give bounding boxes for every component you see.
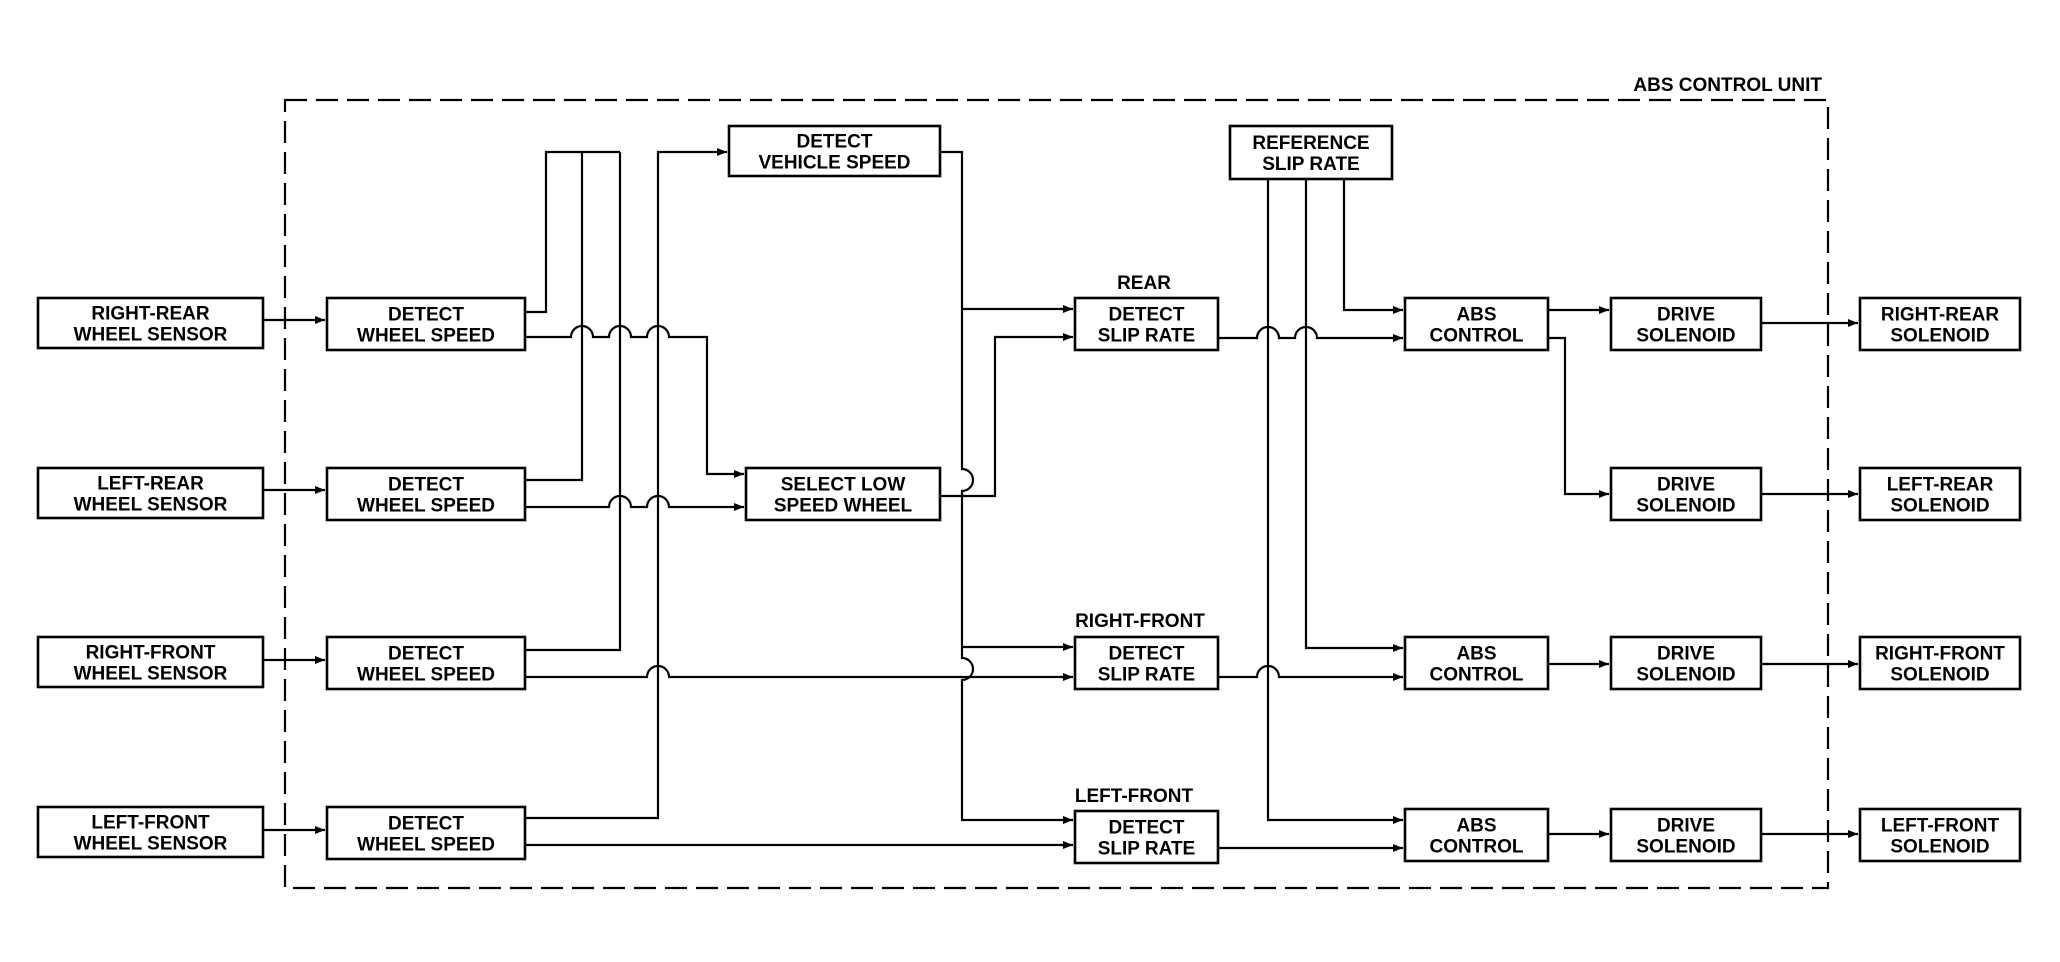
detect-slip-rate-lf-line-2: SLIP RATE [1098, 839, 1195, 860]
left-front-solenoid-line-2: SOLENOID [1890, 837, 1989, 858]
abs-control-rf-line-1: ABS [1456, 644, 1496, 665]
left-front-wheel-sensor-line-1: LEFT-FRONT [91, 813, 210, 834]
detect-slip-rate-lf-line-1: DETECT [1109, 818, 1185, 839]
detect-wheel-speed-lf-line-1: DETECT [388, 814, 464, 835]
left-rear-wheel-sensor-line-1: LEFT-REAR [97, 474, 204, 495]
drive-solenoid-lr-line-1: DRIVE [1657, 475, 1715, 496]
right-front-solenoid-line-1: RIGHT-FRONT [1875, 644, 2005, 665]
right-rear-wheel-sensor-line-2: WHEEL SENSOR [74, 325, 228, 346]
detect-wheel-speed-rr-line-2: WHEEL SPEED [357, 326, 495, 347]
left-front-wheel-sensor-line-2: WHEEL SENSOR [74, 834, 228, 855]
right-front-wheel-sensor-line-1: RIGHT-FRONT [86, 643, 216, 664]
select-low-speed-wheel-line-2: SPEED WHEEL [774, 496, 913, 517]
right-front-label: RIGHT-FRONT [1075, 611, 1205, 632]
rear-label: REAR [1117, 273, 1171, 294]
right-front-wheel-sensor-line-2: WHEEL SENSOR [74, 664, 228, 685]
abs-control-unit-label: ABS CONTROL UNIT [1633, 75, 1822, 96]
drive-solenoid-lr-line-2: SOLENOID [1636, 496, 1735, 517]
connection-lines [263, 148, 1858, 852]
detect-vehicle-speed-line-2: VEHICLE SPEED [758, 153, 910, 174]
reference-slip-rate-line-1: REFERENCE [1252, 133, 1369, 154]
right-front-solenoid-line-2: SOLENOID [1890, 665, 1989, 686]
abs-control-lf-line-1: ABS [1456, 816, 1496, 837]
detect-wheel-speed-rr-line-1: DETECT [388, 305, 464, 326]
detect-wheel-speed-rf-line-1: DETECT [388, 644, 464, 665]
left-front-solenoid-line-1: LEFT-FRONT [1881, 816, 2000, 837]
drive-solenoid-rr-line-2: SOLENOID [1636, 326, 1735, 347]
detect-slip-rate-rf-line-2: SLIP RATE [1098, 665, 1195, 686]
abs-control-rear-line-2: CONTROL [1430, 326, 1524, 347]
detect-slip-rate-rear-line-2: SLIP RATE [1098, 326, 1195, 347]
drive-solenoid-rf-line-2: SOLENOID [1636, 665, 1735, 686]
drive-solenoid-lf-line-1: DRIVE [1657, 816, 1715, 837]
drive-solenoid-rf-line-1: DRIVE [1657, 644, 1715, 665]
detect-wheel-speed-rf-line-2: WHEEL SPEED [357, 665, 495, 686]
detect-wheel-speed-lr-line-1: DETECT [388, 475, 464, 496]
right-rear-solenoid-line-2: SOLENOID [1890, 326, 1989, 347]
left-rear-wheel-sensor-line-2: WHEEL SENSOR [74, 495, 228, 516]
abs-control-rf-line-2: CONTROL [1430, 665, 1524, 686]
left-front-label: LEFT-FRONT [1075, 786, 1194, 807]
right-rear-wheel-sensor-line-1: RIGHT-REAR [91, 304, 210, 325]
detect-slip-rate-rear-line-1: DETECT [1109, 305, 1185, 326]
left-rear-solenoid-line-1: LEFT-REAR [1887, 475, 1994, 496]
left-rear-solenoid-line-2: SOLENOID [1890, 496, 1989, 517]
drive-solenoid-rr-line-1: DRIVE [1657, 305, 1715, 326]
reference-slip-rate-line-2: SLIP RATE [1262, 154, 1359, 175]
detect-wheel-speed-lr-line-2: WHEEL SPEED [357, 496, 495, 517]
detect-vehicle-speed-line-1: DETECT [797, 132, 873, 153]
detect-slip-rate-rf-line-1: DETECT [1109, 644, 1185, 665]
abs-control-rear-line-1: ABS [1456, 305, 1496, 326]
right-rear-solenoid-line-1: RIGHT-REAR [1881, 305, 2000, 326]
drive-solenoid-lf-line-2: SOLENOID [1636, 837, 1735, 858]
select-low-speed-wheel-line-1: SELECT LOW [781, 475, 906, 496]
abs-control-lf-line-2: CONTROL [1430, 837, 1524, 858]
detect-wheel-speed-lf-line-2: WHEEL SPEED [357, 835, 495, 856]
